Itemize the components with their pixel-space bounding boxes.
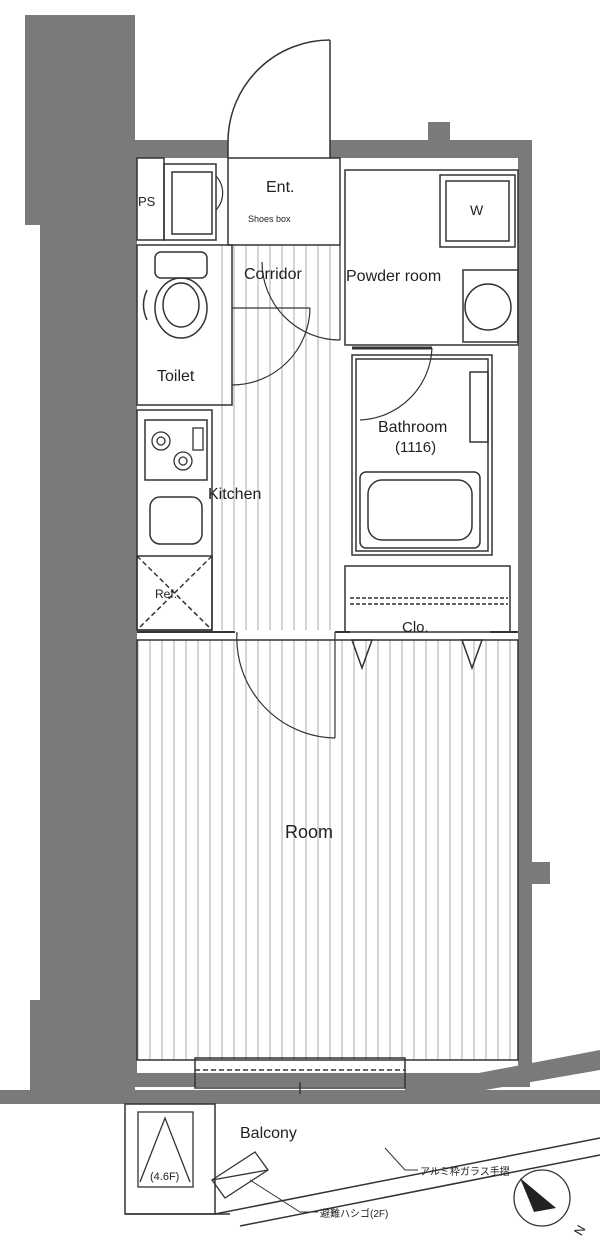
bathroom-door[interactable] [352, 346, 433, 421]
washbasin [462, 269, 519, 343]
balcony [124, 1103, 600, 1227]
label-north: N [571, 1222, 589, 1238]
corridor-floor [212, 245, 340, 630]
label-bathroom-size: (1116) [395, 439, 436, 456]
label-shoes-box: Shoes box [248, 214, 291, 224]
room-outline [136, 639, 519, 1061]
label-kitchen: Kitchen [208, 486, 261, 503]
bathtub [359, 471, 481, 549]
label-toilet: Toilet [157, 368, 195, 385]
closet [344, 565, 511, 671]
bathroom [351, 354, 493, 556]
label-railing: アルミ枠ガラス手摺 [420, 1165, 510, 1178]
entrance-area [136, 157, 341, 246]
ladder-leader [249, 1179, 318, 1213]
refrigerator-space [136, 555, 213, 631]
label-powder-room: Powder room [346, 268, 441, 285]
label-hatch: (4.6F) [150, 1171, 179, 1183]
powder-room-door[interactable] [261, 245, 341, 341]
washer-space [439, 174, 516, 248]
label-ps: PS [138, 194, 156, 209]
stove [144, 419, 208, 481]
toilet-room [136, 244, 233, 406]
sink [149, 496, 203, 545]
stove-burners [151, 427, 204, 471]
evacuation-hatch [137, 1111, 194, 1188]
shoes-box [163, 163, 217, 241]
kitchen-counter [136, 409, 213, 631]
wall-east [518, 140, 532, 1080]
shoes-box-door[interactable] [215, 175, 224, 211]
powder-room [344, 169, 519, 346]
wall-west [125, 140, 137, 1085]
railing-leader [384, 1147, 418, 1171]
exterior-wall-left-foot [30, 1000, 135, 1100]
main-room-floor [137, 640, 518, 1060]
wall-south-ramp [405, 1050, 600, 1104]
wall-north-left [125, 140, 228, 158]
compass-icon [513, 1169, 571, 1227]
label-bathroom: Bathroom [378, 419, 447, 436]
label-ladder: 避難ハシゴ(2F) [320, 1207, 388, 1220]
label-balcony: Balcony [240, 1125, 297, 1142]
label-entrance: Ent. [266, 179, 294, 196]
entrance-door[interactable] [227, 39, 331, 158]
balcony-window[interactable] [194, 1057, 406, 1094]
label-room: Room [285, 822, 333, 842]
exterior-wall-left-block [25, 15, 135, 225]
wall-north-notch [428, 122, 450, 152]
room-door[interactable] [236, 631, 336, 739]
wall-east-notch [530, 862, 550, 884]
label-corridor: Corridor [244, 266, 302, 283]
evacuation-ladder [211, 1151, 269, 1199]
toilet-door[interactable] [231, 307, 311, 386]
label-closet: Clo. [402, 619, 429, 636]
label-refrigerator: Ref. [155, 587, 177, 601]
exterior-wall-left-column [40, 220, 135, 1010]
label-washer: W [470, 202, 484, 218]
